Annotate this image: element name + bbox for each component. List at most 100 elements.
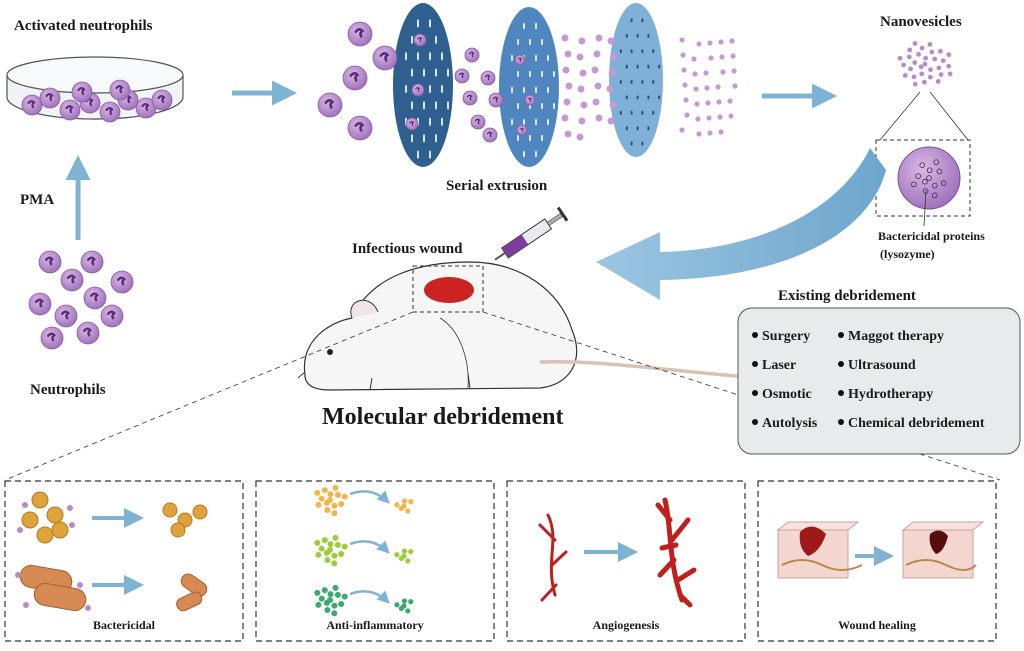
lysozyme-dot: [926, 167, 933, 174]
vesicle-dot: [719, 54, 725, 60]
lysozyme-dot: [932, 182, 938, 189]
membrane-3: [609, 3, 663, 157]
nanovesicle-dot: [927, 74, 933, 80]
nanovesicle-dot: [911, 74, 917, 80]
vesicle-dot: [728, 113, 734, 119]
neutrophil-cell: [342, 65, 368, 91]
nanovesicle-dot: [921, 79, 927, 85]
vesicle-dot: [730, 53, 736, 59]
neutrophil-cell: [317, 92, 343, 118]
neutrophil-cell: [413, 33, 427, 47]
vesicle-dot: [561, 34, 569, 42]
neutrophil-cell: [40, 326, 64, 350]
lysozyme-dot: [922, 178, 928, 185]
neutrophil-cell: [405, 117, 419, 131]
zoom-line-right: [929, 91, 969, 141]
vesicle-dot: [608, 69, 616, 77]
neutrophil-cell: [464, 47, 480, 63]
neutrophil-cell: [80, 250, 104, 274]
vesicle-dot: [591, 66, 599, 74]
neutrophil-cell: [462, 90, 478, 106]
vesicle-dot: [609, 101, 617, 109]
vesicle-dot: [595, 114, 603, 122]
effect-label: Bactericidal: [93, 618, 156, 632]
nanovesicle-dot: [916, 51, 921, 57]
effect-label: Angiogenesis: [593, 618, 660, 632]
nanovesicle-dot: [907, 47, 913, 53]
nanovesicle-dot: [947, 71, 953, 77]
nanovesicle-dot: [946, 52, 952, 58]
existing-method-item: Autolysis: [762, 416, 818, 431]
effect-panel-angiogenesis: Angiogenesis: [506, 480, 746, 642]
vesicle-dot: [694, 101, 700, 107]
neutrophil-cell: [347, 21, 373, 47]
curved-arrow-to-wound: [596, 148, 886, 300]
nanovesicle-dot: [946, 63, 952, 69]
vesicle-dot: [682, 82, 688, 88]
vesicle-dot: [695, 116, 701, 122]
method-bullet: [752, 390, 758, 396]
lysozyme-dot: [915, 173, 921, 179]
nanovesicle-dot: [937, 48, 943, 54]
label-molecular-debridement: Molecular debridement: [322, 404, 564, 430]
neutrophil-cell: [109, 79, 131, 101]
lysozyme-dot: [931, 192, 938, 199]
nanovesicle-dot: [901, 62, 906, 68]
vesicle-dot: [727, 98, 733, 104]
vesicle-dot: [708, 55, 714, 61]
label-nanovesicles: Nanovesicles: [880, 14, 962, 30]
vesicle-dot: [705, 100, 711, 106]
vesicle-dot: [679, 37, 685, 43]
membrane-1: [393, 3, 453, 167]
neutrophil-cell: [59, 99, 81, 121]
existing-method-item: Surgery: [762, 329, 810, 344]
vesicle-dot: [716, 99, 722, 105]
neutrophil-cell: [454, 68, 470, 84]
existing-debridement-box: [737, 307, 1021, 455]
wound-zoom-box: [412, 265, 484, 313]
nanovesicle-dot: [936, 65, 942, 71]
neutrophil-cell: [71, 81, 93, 103]
vesicle-dot: [679, 127, 685, 133]
neutrophil-cell: [28, 292, 52, 316]
vesicle-dot: [680, 52, 686, 58]
nanovesicle-dot: [927, 42, 933, 47]
existing-method-item: Ultrasound: [848, 358, 916, 373]
nanovesicle-dot: [912, 60, 918, 65]
neutrophil-cell: [99, 101, 121, 123]
method-bullet: [838, 332, 844, 338]
mouse-illustration: [297, 261, 761, 391]
nanovesicle-dot: [918, 64, 924, 70]
neutrophil-cell: [100, 304, 124, 328]
label-infectious-wound: Infectious wound: [352, 241, 463, 257]
vesicle-dot: [578, 117, 586, 125]
neutrophil-cell: [39, 87, 61, 109]
nanovesicle-dot: [935, 79, 941, 84]
method-bullet: [752, 332, 758, 338]
vesicle-dot: [732, 83, 738, 89]
vesicle-dot: [707, 130, 713, 136]
neutrophil-cell: [524, 94, 536, 106]
nanovesicle-dot: [922, 61, 928, 67]
label-existing-debridement: Existing debridement: [778, 288, 916, 304]
nanovesicle-dot: [932, 56, 938, 62]
neutrophil-cell: [151, 89, 173, 111]
vesicle-dot: [681, 67, 687, 73]
vesicle-dot: [595, 34, 603, 42]
vesicle-dot: [717, 114, 723, 120]
nanovesicle-dot: [919, 45, 925, 51]
vesicle-dot: [577, 85, 585, 93]
zoom-line-left: [879, 91, 921, 141]
vesicle-dot: [565, 82, 573, 90]
vesicle-dot: [563, 98, 571, 106]
vesicle-dot: [684, 112, 690, 118]
effect-panel-wound-healing: Wound healing: [757, 480, 997, 642]
label-activated-neutrophils: Activated neutrophils: [14, 18, 153, 34]
vesicle-dot: [576, 133, 584, 141]
effect-panel-anti-inflammatory: Anti-inflammatory: [255, 480, 495, 642]
nanovesicle-dot: [902, 73, 908, 78]
existing-method-item: Hydrotherapy: [848, 387, 933, 402]
nanovesicle-dot: [938, 72, 944, 77]
vesicle-dot: [594, 82, 602, 90]
